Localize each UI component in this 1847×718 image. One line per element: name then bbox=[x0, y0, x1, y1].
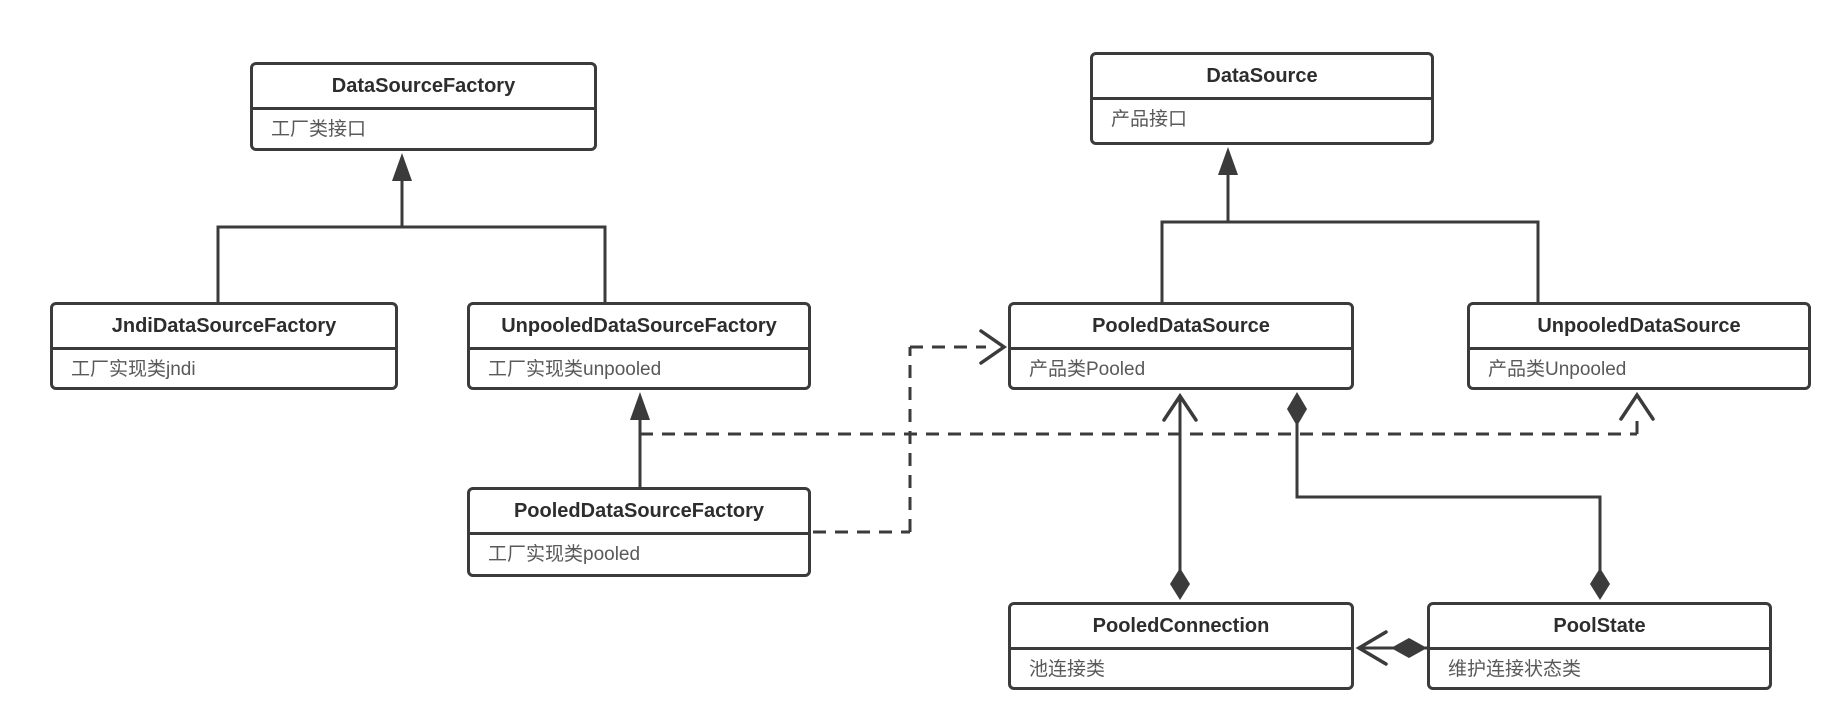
class-desc: 产品接口 bbox=[1111, 109, 1188, 130]
edge-unpooledfactory-to-unpooleddatasource bbox=[640, 391, 1655, 436]
class-desc: 工厂类接口 bbox=[271, 119, 367, 140]
open-arrow-left-icon bbox=[1355, 630, 1388, 666]
composition-diamond-icon bbox=[1391, 638, 1427, 658]
class-name: JndiDataSourceFactory bbox=[53, 305, 395, 350]
inheritance-arrow-icon bbox=[1218, 147, 1238, 175]
class-box-pooleddatasource: PooledDataSource 产品类Pooled bbox=[1008, 302, 1354, 390]
class-box-pooledconnection: PooledConnection 池连接类 bbox=[1008, 602, 1354, 690]
class-name: DataSourceFactory bbox=[253, 65, 594, 110]
class-box-jndidatasourcefactory: JndiDataSourceFactory 工厂实现类jndi bbox=[50, 302, 398, 390]
edge-pooledfactory-to-pooleddatasource bbox=[813, 329, 1008, 534]
inheritance-arrow-icon bbox=[392, 153, 412, 181]
class-name: PooledConnection bbox=[1011, 605, 1351, 650]
open-arrow-up-icon bbox=[1162, 392, 1198, 422]
class-box-poolstate: PoolState 维护连接状态类 bbox=[1427, 602, 1772, 690]
class-name: DataSource bbox=[1093, 55, 1431, 100]
class-name: UnpooledDataSourceFactory bbox=[470, 305, 808, 350]
class-desc: 工厂实现类pooled bbox=[488, 544, 641, 565]
composition-diamond-icon bbox=[1590, 568, 1610, 600]
edge-pooledfactory-to-unpooledfactory bbox=[630, 392, 650, 489]
edge-products-to-datasource bbox=[1160, 147, 1540, 304]
open-arrow-right-icon bbox=[979, 329, 1008, 365]
open-arrow-up-icon bbox=[1619, 391, 1655, 421]
class-desc: 产品类Unpooled bbox=[1488, 359, 1627, 380]
class-box-datasourcefactory: DataSourceFactory 工厂类接口 bbox=[250, 62, 597, 151]
class-name: PooledDataSourceFactory bbox=[470, 490, 808, 535]
class-desc: 工厂实现类unpooled bbox=[488, 359, 662, 380]
edge-poolstate-to-pooledconnection bbox=[1355, 630, 1429, 666]
class-desc: 池连接类 bbox=[1029, 659, 1106, 680]
class-box-pooleddatasourcefactory: PooledDataSourceFactory 工厂实现类pooled bbox=[467, 487, 811, 577]
class-desc: 工厂实现类jndi bbox=[71, 359, 196, 380]
class-box-unpooleddatasource: UnpooledDataSource 产品类Unpooled bbox=[1467, 302, 1811, 390]
composition-diamond-icon bbox=[1170, 568, 1190, 600]
class-desc: 产品类Pooled bbox=[1029, 359, 1146, 380]
edge-pooledconnection-to-pooleddatasource bbox=[1162, 392, 1198, 600]
edge-poolstate-to-pooleddatasource bbox=[1287, 392, 1610, 600]
composition-diamond-icon bbox=[1287, 392, 1307, 426]
class-name: PoolState bbox=[1430, 605, 1769, 650]
class-desc: 维护连接状态类 bbox=[1448, 659, 1582, 680]
class-name: UnpooledDataSource bbox=[1470, 305, 1808, 350]
class-box-datasource: DataSource 产品接口 bbox=[1090, 52, 1434, 145]
class-box-unpooleddatasourcefactory: UnpooledDataSourceFactory 工厂实现类unpooled bbox=[467, 302, 811, 390]
edge-factories-to-datasourcefactory bbox=[216, 153, 607, 304]
class-name: PooledDataSource bbox=[1011, 305, 1351, 350]
inheritance-arrow-icon bbox=[630, 392, 650, 420]
